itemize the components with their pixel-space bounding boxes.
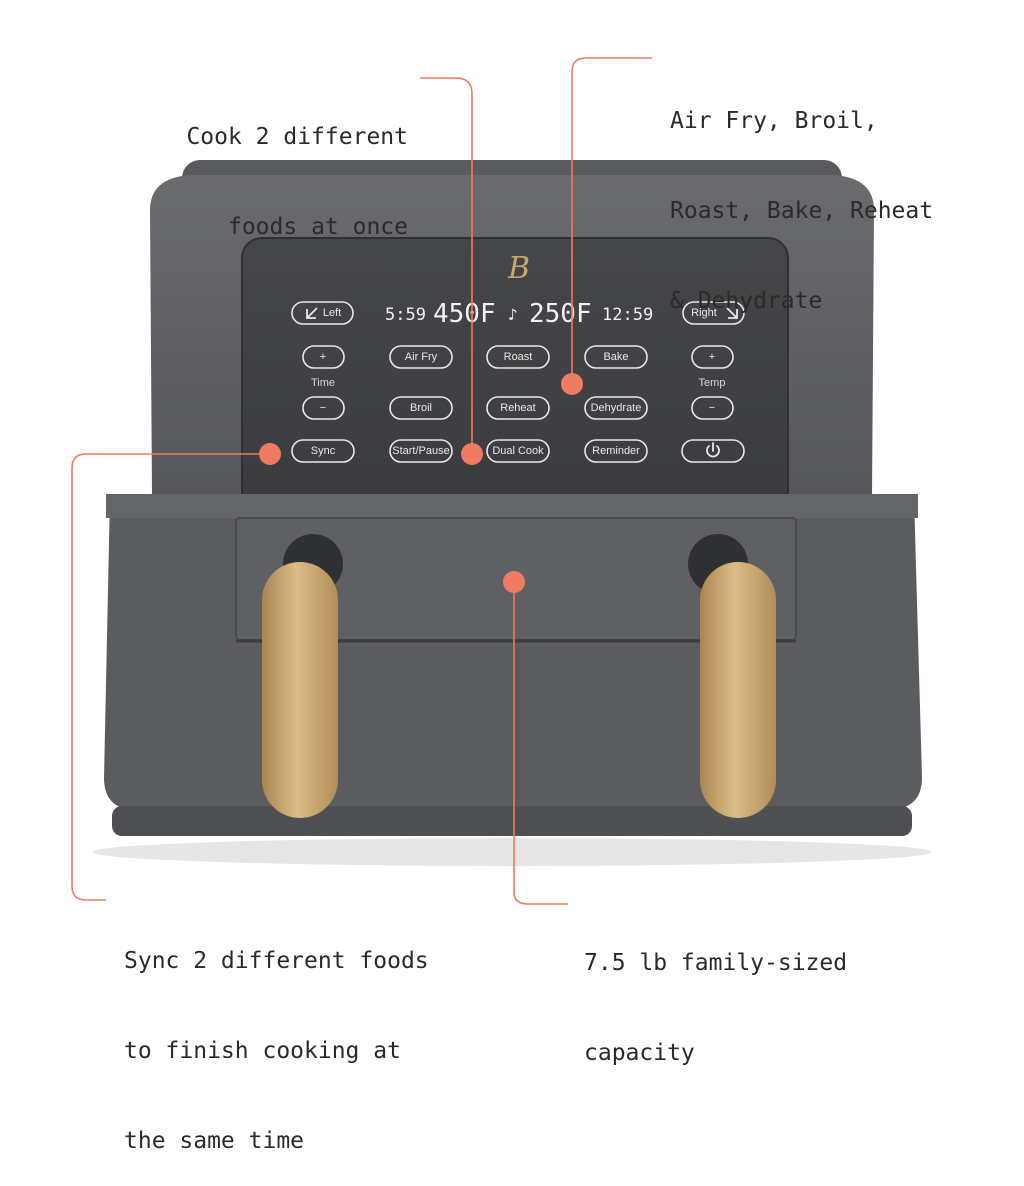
time-label: Time xyxy=(311,377,335,389)
base xyxy=(112,806,912,836)
svg-text:−: − xyxy=(709,402,715,414)
left-handle[interactable] xyxy=(262,534,343,818)
reheat-button[interactable]: Reheat xyxy=(486,396,550,420)
time-minus-button[interactable]: − xyxy=(302,396,345,420)
callout-line: capacity xyxy=(584,1040,695,1066)
display-right-time: 12:59 xyxy=(602,305,653,325)
air-fry-button[interactable]: Air Fry xyxy=(389,345,453,369)
air-fryer-illustration: B 5:59 450F ♪ 250F 12:59 Left Right + Ti… xyxy=(71,57,932,905)
callout-line: Air Fry, Broil, xyxy=(670,108,878,134)
arrow-down-right-icon xyxy=(726,307,738,319)
roast-button[interactable]: Roast xyxy=(486,345,550,369)
callout-sync: Sync 2 different foods to finish cooking… xyxy=(124,886,429,1186)
svg-text:Left: Left xyxy=(323,307,341,319)
svg-text:Bake: Bake xyxy=(603,351,628,363)
right-handle[interactable] xyxy=(688,534,776,818)
callout-capacity: 7.5 lb family-sized capacity xyxy=(584,888,847,1098)
leader-lines xyxy=(71,57,652,905)
callout-dot-dual-cook xyxy=(461,443,483,465)
time-plus-button[interactable]: + xyxy=(302,345,345,369)
temp-minus-button[interactable]: − xyxy=(691,396,734,420)
callout-dual-cook: Cook 2 different foods at once xyxy=(0,62,408,272)
callout-cooking-modes: Air Fry, Broil, Roast, Bake, Reheat & De… xyxy=(670,46,933,346)
callout-line: foods at once xyxy=(227,214,408,240)
svg-text:+: + xyxy=(320,351,326,363)
svg-text:+: + xyxy=(709,351,715,363)
svg-text:Right: Right xyxy=(691,307,717,319)
svg-text:Roast: Roast xyxy=(504,351,533,363)
power-icon xyxy=(706,442,720,458)
callout-line: & Dehydrate xyxy=(670,288,823,314)
power-button[interactable] xyxy=(681,439,745,463)
svg-text:Air Fry: Air Fry xyxy=(405,351,438,363)
dehydrate-button[interactable]: Dehydrate xyxy=(584,396,648,420)
temp-label: Temp xyxy=(699,377,726,389)
temp-plus-button[interactable]: + xyxy=(691,345,734,369)
broil-button[interactable]: Broil xyxy=(389,396,453,420)
display-left-temp: 450F xyxy=(433,299,496,329)
right-button[interactable]: Right xyxy=(682,301,745,325)
start-pause-button[interactable]: Start/Pause xyxy=(389,439,453,463)
svg-text:Reminder: Reminder xyxy=(592,445,640,457)
svg-text:Dual Cook: Dual Cook xyxy=(492,445,544,457)
callout-line: Sync 2 different foods xyxy=(124,948,429,974)
svg-text:−: − xyxy=(320,402,326,414)
svg-text:Sync: Sync xyxy=(311,445,336,457)
display-right-temp: 250F xyxy=(529,299,592,329)
reminder-button[interactable]: Reminder xyxy=(584,439,648,463)
sync-button[interactable]: Sync xyxy=(291,439,355,463)
arrow-down-left-icon xyxy=(306,307,318,319)
svg-text:Start/Pause: Start/Pause xyxy=(392,445,449,457)
callout-line: 7.5 lb family-sized xyxy=(584,950,848,976)
svg-text:Dehydrate: Dehydrate xyxy=(591,402,642,414)
bell-icon: ♪ xyxy=(508,305,518,324)
callout-line: Roast, Bake, Reheat xyxy=(670,198,934,224)
callout-dot-sync xyxy=(259,443,281,465)
brand-logo: B xyxy=(507,251,530,286)
callout-line: the same time xyxy=(124,1128,305,1154)
basket-seam xyxy=(106,494,918,518)
callout-line: to finish cooking at xyxy=(124,1038,401,1064)
bake-button[interactable]: Bake xyxy=(584,345,648,369)
dual-cook-button[interactable]: Dual Cook xyxy=(486,439,550,463)
floor-shadow xyxy=(92,838,932,866)
callout-dot-modes xyxy=(561,373,583,395)
svg-text:Reheat: Reheat xyxy=(500,402,535,414)
left-button[interactable]: Left xyxy=(291,301,354,325)
display-left-time: 5:59 xyxy=(385,305,426,325)
callout-line: Cook 2 different xyxy=(186,124,408,150)
svg-text:Broil: Broil xyxy=(410,402,432,414)
callout-dot-capacity xyxy=(503,571,525,593)
display: 5:59 450F ♪ 250F 12:59 xyxy=(385,299,653,329)
